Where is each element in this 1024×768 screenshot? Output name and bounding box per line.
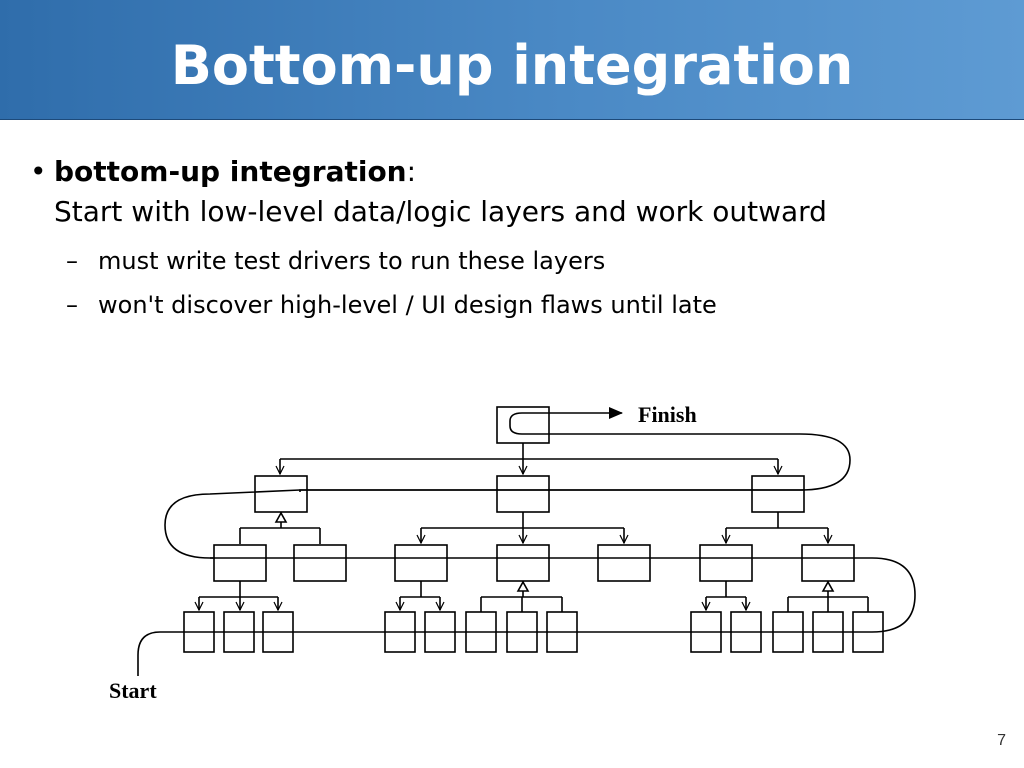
bullet-list: • bottom-up integration: Start with low-…: [30, 152, 990, 322]
up-arrow: [821, 580, 835, 592]
leaf-node: [424, 611, 456, 653]
subbullet-item: – won't discover high-level / UI design …: [30, 288, 990, 322]
integration-diagram: Finish Start: [109, 402, 916, 703]
leaf-node: [262, 611, 294, 653]
subbullet-text: must write test drivers to run these lay…: [98, 247, 606, 275]
leaf-node: [690, 611, 722, 653]
level2-node: [751, 475, 805, 513]
level3-node: [394, 544, 448, 582]
level3-node: [699, 544, 753, 582]
page-number: 7: [997, 732, 1006, 749]
leaf-node: [730, 611, 762, 653]
leaf-node: [812, 611, 844, 653]
subbullet-text: won't discover high-level / UI design fl…: [98, 291, 717, 319]
bullet-colon: :: [406, 155, 417, 188]
up-arrow: [516, 580, 530, 592]
leaf-node: [852, 611, 884, 653]
start-label: Start: [109, 678, 157, 703]
level3-node: [801, 544, 855, 582]
subbullet-marker: –: [66, 291, 78, 319]
level3-node: [597, 544, 651, 582]
subbullet-marker: –: [66, 247, 78, 275]
title-bar: Bottom-up integration: [0, 0, 1024, 120]
level3-node: [213, 544, 267, 582]
subbullet-item: – must write test drivers to run these l…: [30, 244, 990, 278]
slide-title: Bottom-up integration: [170, 34, 854, 97]
level3-node: [496, 544, 550, 582]
leaf-node: [546, 611, 578, 653]
leaf-node: [465, 611, 497, 653]
level2-node: [254, 475, 308, 513]
leaf-node: [223, 611, 255, 653]
traversal-path: [137, 557, 916, 676]
leaf-node: [183, 611, 215, 653]
leaf-node: [384, 611, 416, 653]
up-arrow: [274, 511, 288, 523]
bullet-term: bottom-up integration: [54, 155, 407, 188]
level3-node: [293, 544, 347, 582]
traversal-path: [164, 489, 805, 559]
bullet-description: Start with low-level data/logic layers a…: [54, 195, 827, 228]
leaf-node: [772, 611, 804, 653]
level2-node: [496, 475, 550, 513]
bullet-item: • bottom-up integration: Start with low-…: [30, 152, 990, 232]
finish-label: Finish: [638, 402, 697, 427]
finish-path: [299, 412, 851, 492]
leaf-node: [506, 611, 538, 653]
bullet-marker: •: [30, 155, 47, 188]
